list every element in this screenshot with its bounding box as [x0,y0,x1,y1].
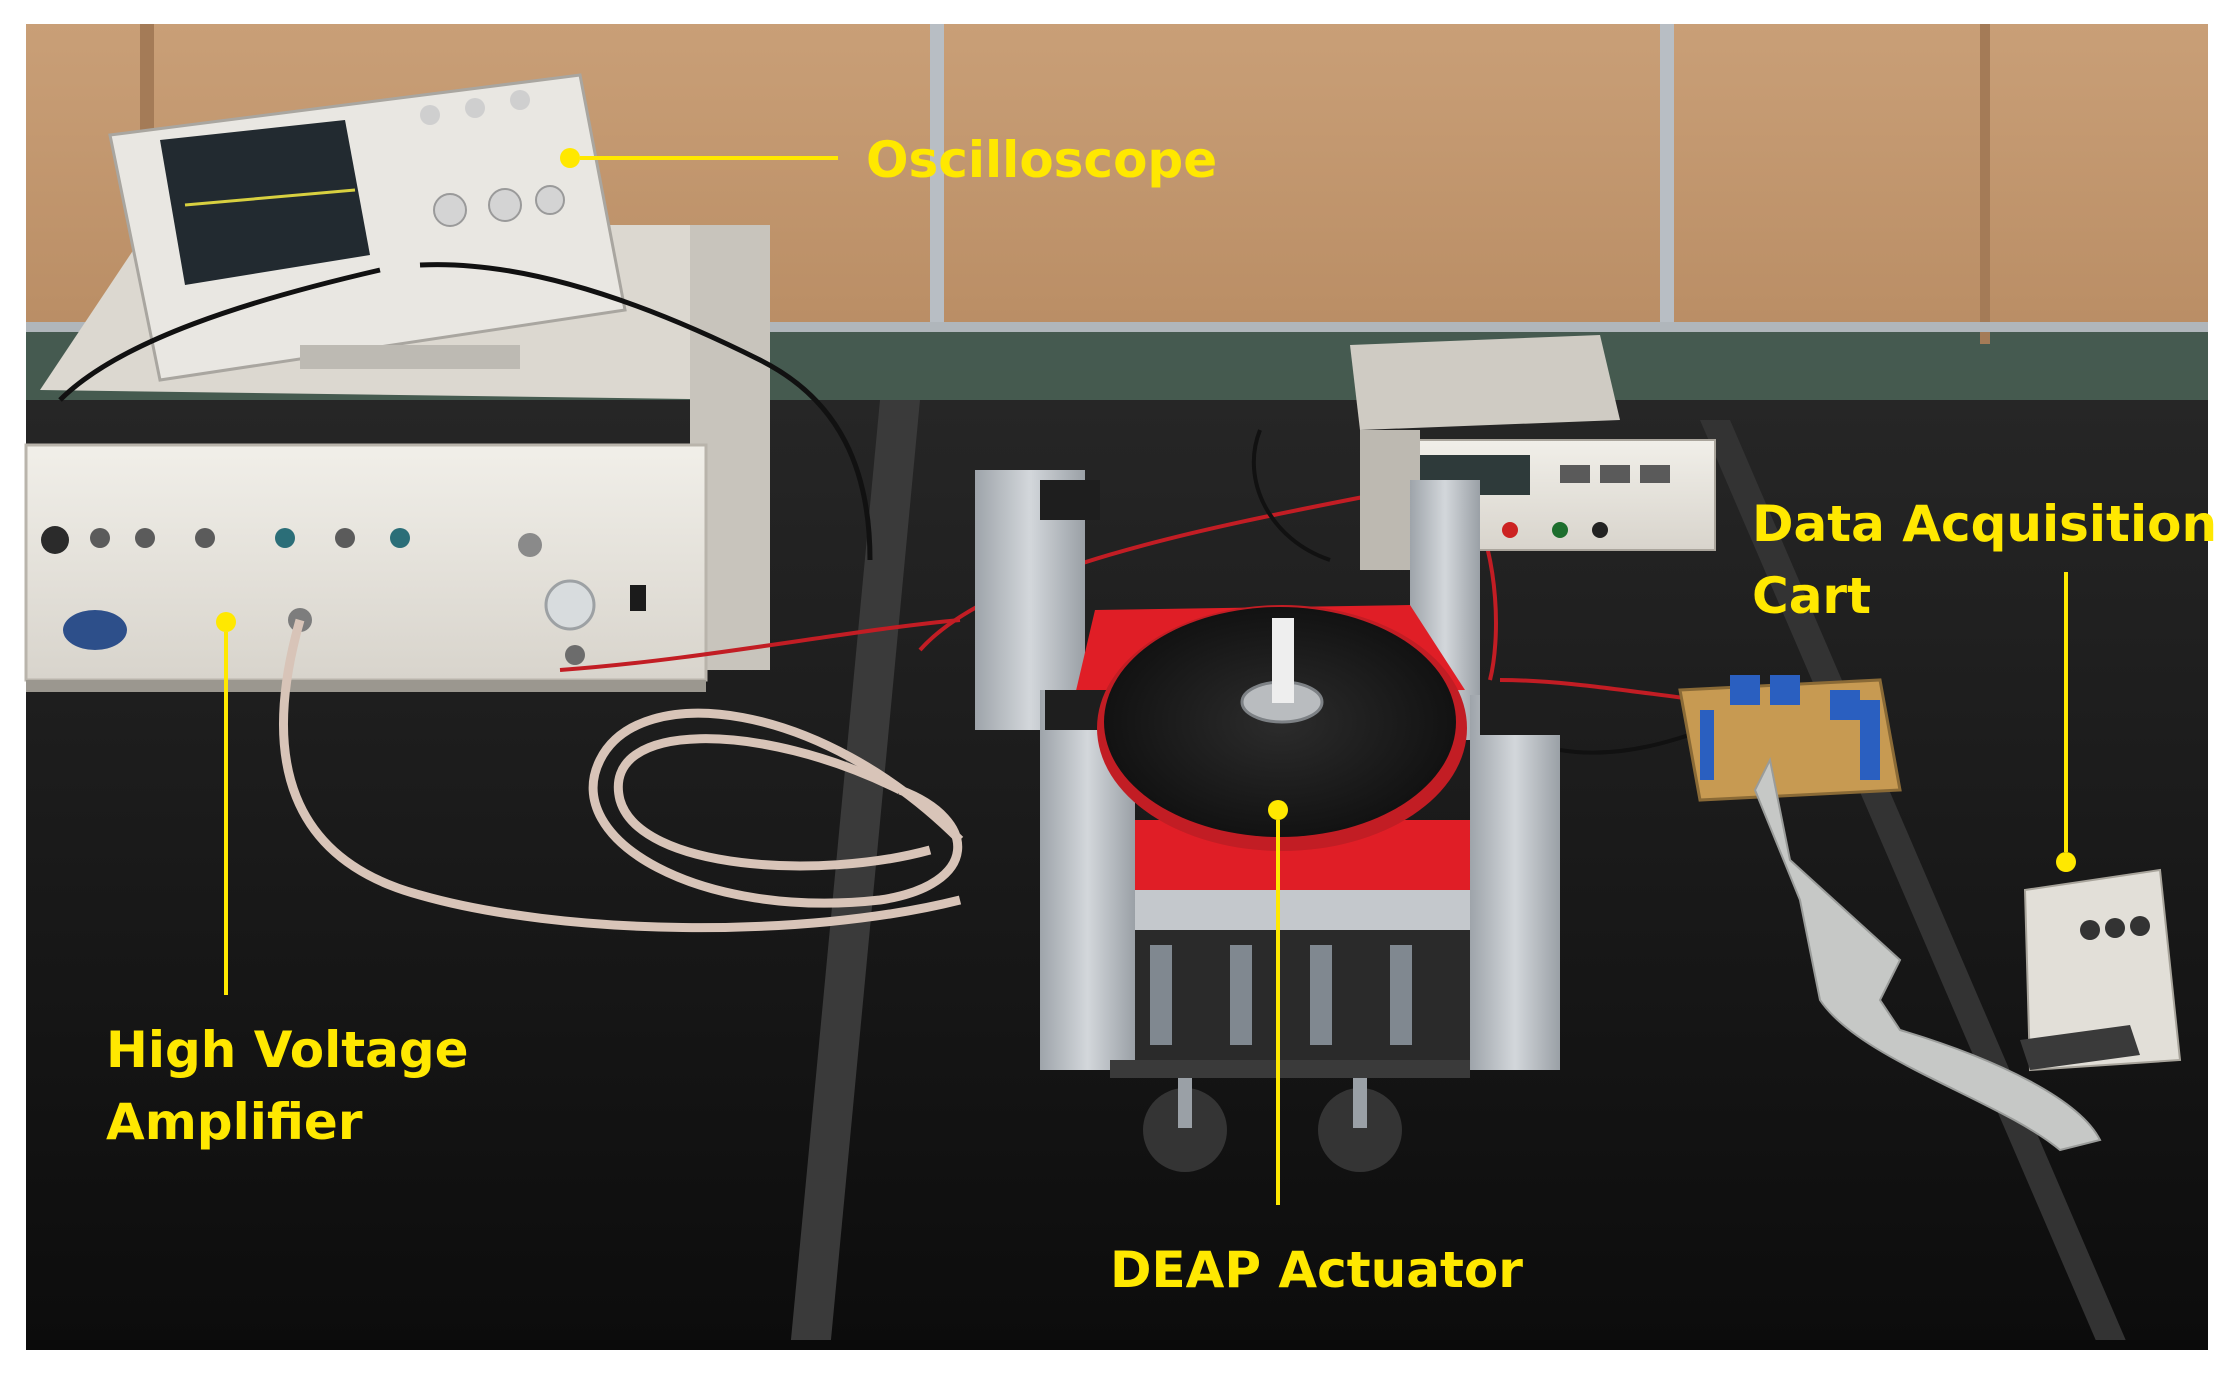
label-amplifier-line2: Amplifier [106,1093,363,1151]
label-deap-actuator: DEAP Actuator [1110,1234,1523,1306]
data-acquisition-cart-device [1678,675,2182,1152]
label-daq-line1: Data Acquisition [1752,495,2218,553]
label-actuator-text: DEAP Actuator [1110,1241,1523,1299]
deap-actuator-rig [975,470,1560,1172]
label-high-voltage-amplifier: High Voltage Amplifier [106,1014,469,1158]
label-oscilloscope: Oscilloscope [866,124,1217,196]
callout-amplifier [216,612,236,995]
label-daq-line2: Cart [1752,567,1871,625]
label-amplifier-line1: High Voltage [106,1021,469,1079]
oscilloscope-device [58,73,873,561]
coiled-tube [279,618,964,933]
callout-actuator [1268,800,1288,1205]
label-data-acquisition-cart: Data Acquisition Cart [1752,488,2217,632]
callout-oscilloscope [560,148,838,168]
label-oscilloscope-text: Oscilloscope [866,131,1218,189]
power-supply-device [1350,335,1716,570]
callout-daq [2056,572,2076,872]
